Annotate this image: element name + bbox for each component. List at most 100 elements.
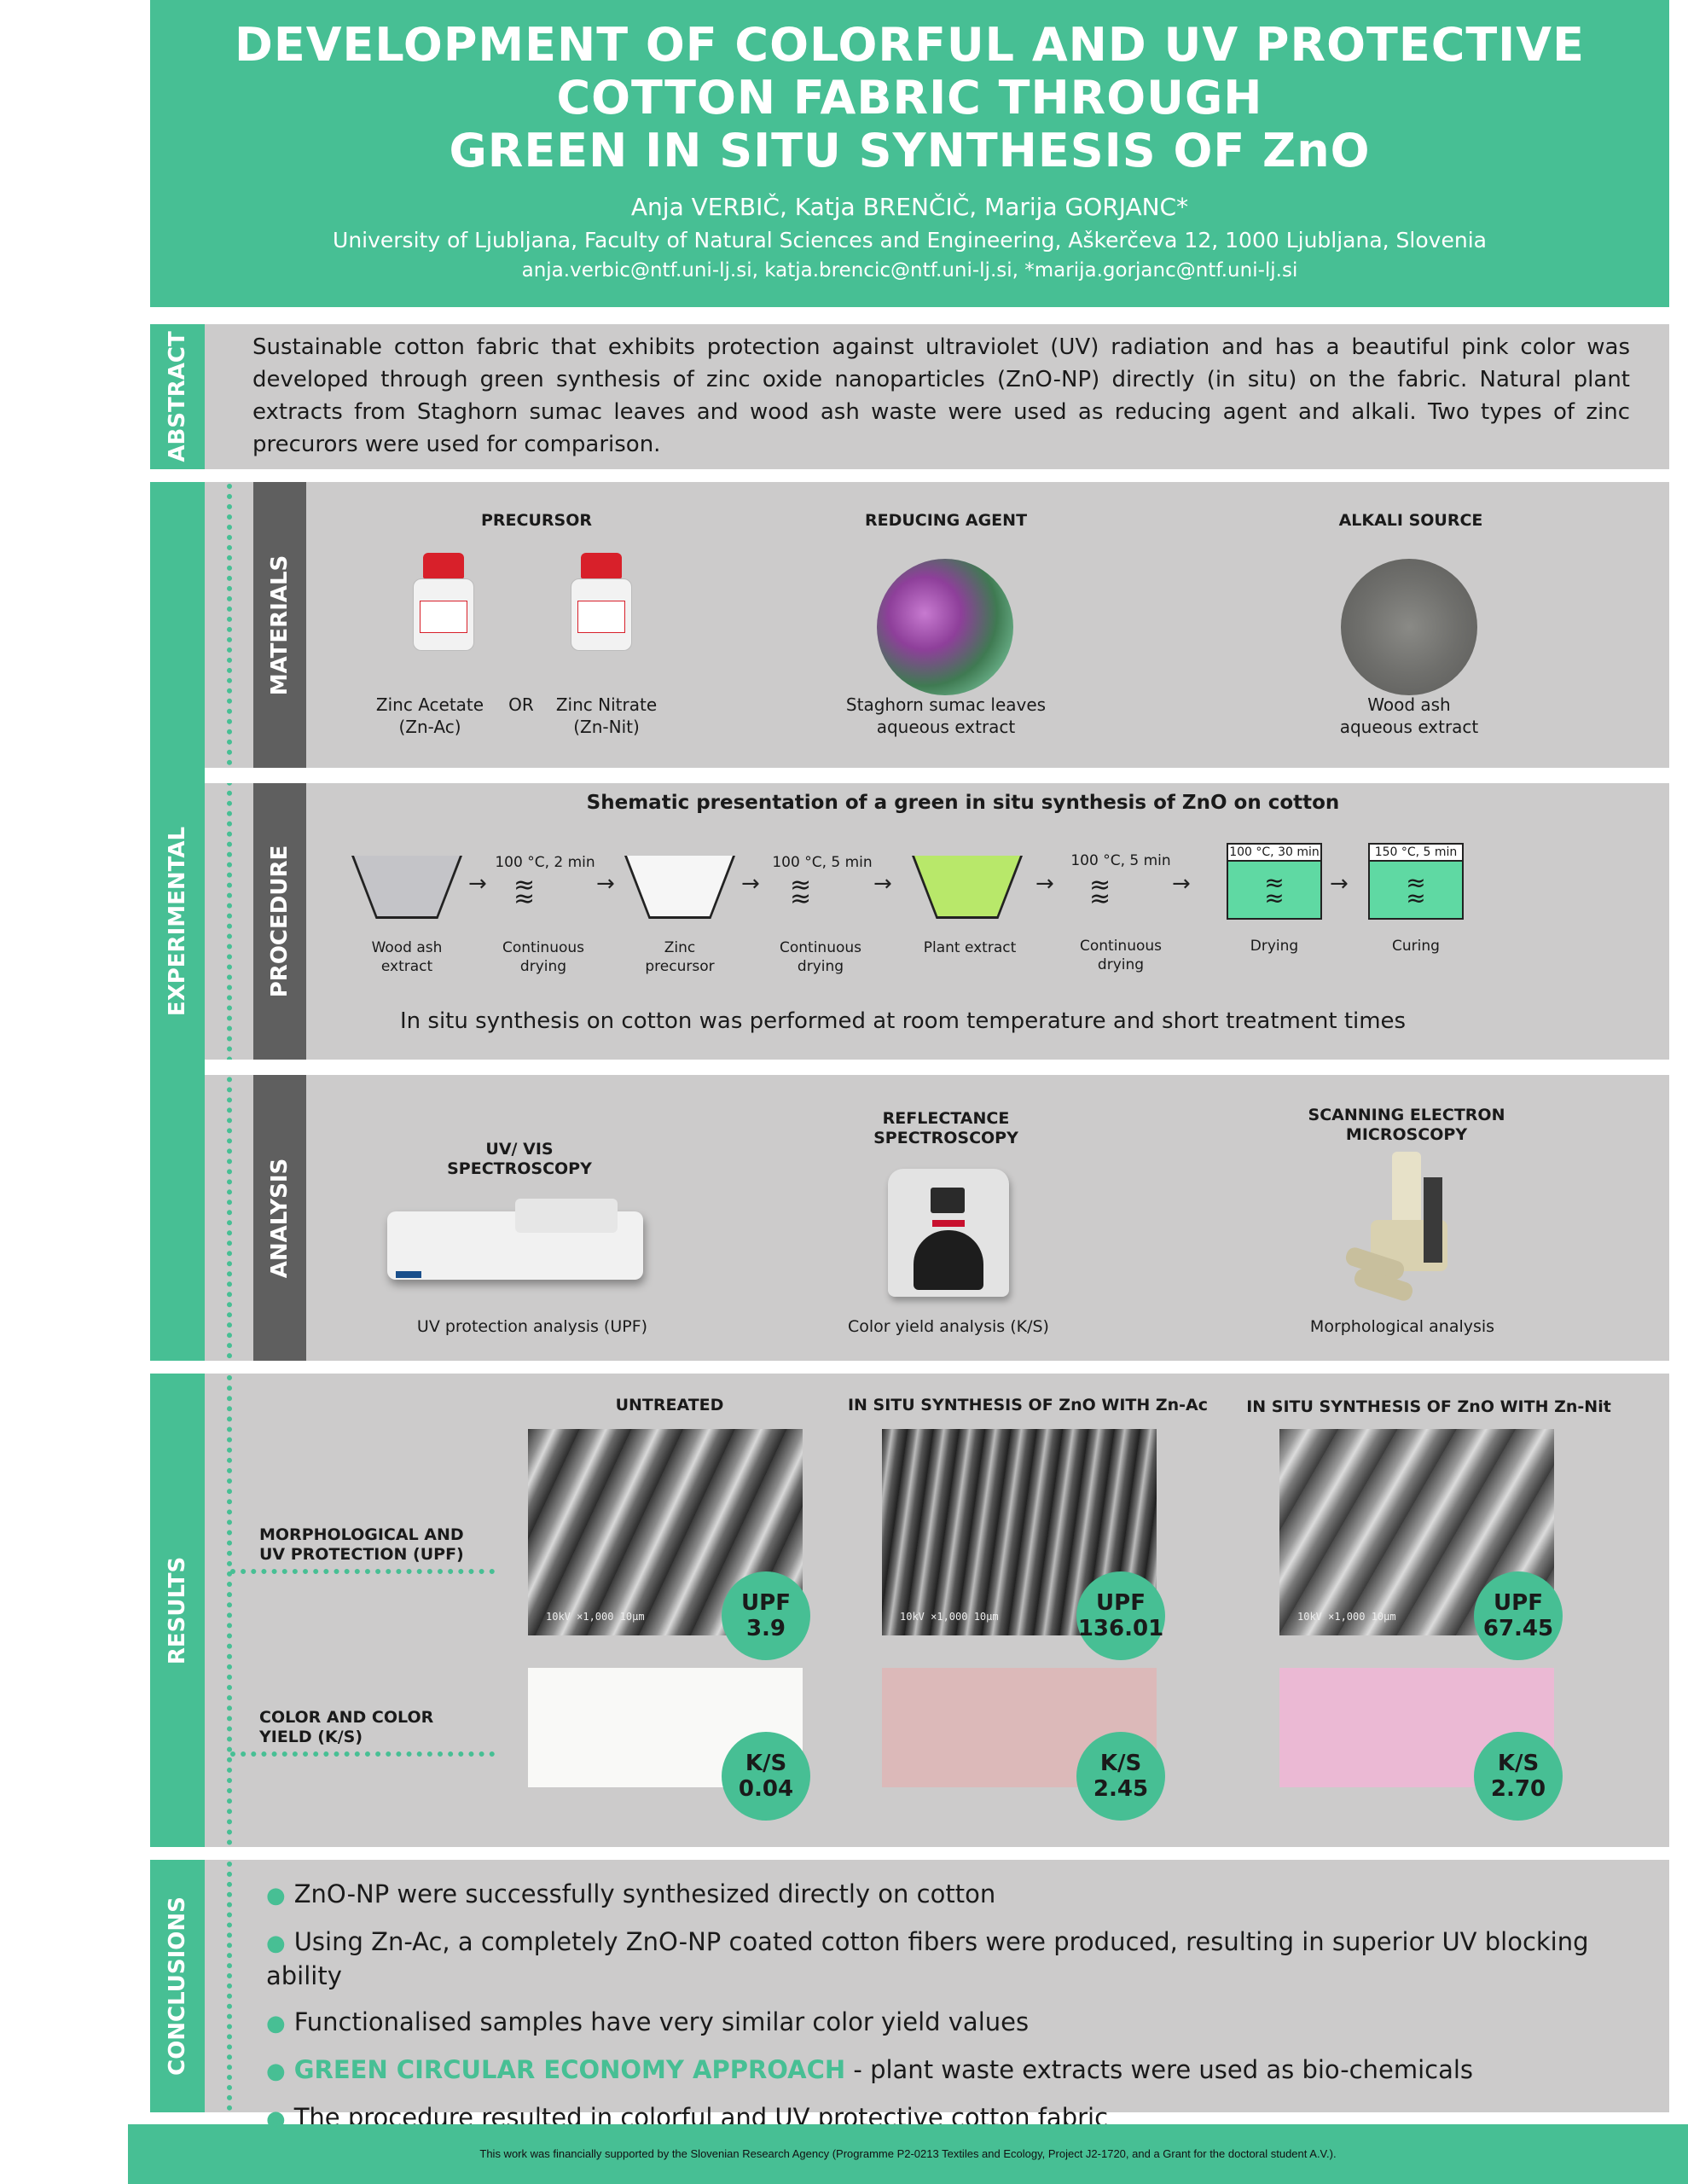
sem-heading-line1: SCANNING ELECTRON — [1308, 1106, 1505, 1124]
zinc-nitrate-bottle-icon — [571, 553, 632, 651]
ks-badge-label: K/S — [1497, 1751, 1540, 1776]
results-row2-label-line2: YIELD (K/S) — [259, 1728, 363, 1746]
upf-badge-zn-nit: UPF 67.45 — [1474, 1571, 1563, 1660]
dry2-temp: 100 °C, 5 min — [772, 854, 873, 871]
uv-vis-heading-line1: UV/ VIS — [485, 1140, 554, 1159]
experimental-side-label: EXPERIMENTAL — [150, 482, 205, 1361]
arrow-icon: → — [596, 871, 615, 897]
or-label: OR — [508, 694, 534, 715]
ks-badge-label: K/S — [745, 1751, 787, 1776]
results-row1-label: MORPHOLOGICAL AND UV PROTECTION (UPF) — [259, 1525, 464, 1565]
abstract-text: Sustainable cotton fabric that exhibits … — [252, 334, 1630, 457]
sem-caption: Morphological analysis — [1309, 1317, 1495, 1336]
step-wood-ash-label: Wood ash extract — [371, 939, 443, 975]
sem-microscope-image — [1343, 1152, 1465, 1304]
alkali-source-heading: ALKALI SOURCE — [1338, 511, 1483, 530]
results-label: RESULTS — [165, 1556, 190, 1664]
conclusions-panel — [205, 1860, 1669, 2112]
conclusion-text: Functionalised samples have very similar… — [293, 2007, 1030, 2036]
abstract-panel: Sustainable cotton fabric that exhibits … — [205, 324, 1669, 469]
results-row1-label-line1: MORPHOLOGICAL AND — [259, 1525, 464, 1544]
bullet-icon: ● — [266, 1931, 286, 1956]
conclusion-text: Using Zn-Ac, a completely ZnO-NP coated … — [266, 1927, 1589, 1990]
ash-caption-line2: aqueous extract — [1339, 717, 1479, 737]
conclusions-side-label: CONCLUSIONS — [150, 1860, 205, 2112]
results-dotted-line — [227, 1375, 232, 1845]
reflectance-heading-line2: SPECTROSCOPY — [873, 1129, 1018, 1147]
ash-caption-line1: Wood ash — [1367, 694, 1451, 715]
results-col1-heading: UNTREATED — [615, 1396, 724, 1414]
title-line-2: COTTON FABRIC THROUGH — [556, 71, 1263, 125]
footer-banner: This work was financially supported by t… — [128, 2124, 1688, 2184]
plant-extract-bowl-fill — [914, 856, 1020, 916]
conclusion-item: ●ZnO-NP were successfully synthesized di… — [266, 1878, 1648, 1912]
procedure-panel: Shematic presentation of a green in situ… — [306, 783, 1669, 1060]
uv-vis-heading: UV/ VIS SPECTROSCOPY — [409, 1140, 630, 1179]
curing-oven-icon: ≈≈ — [1368, 860, 1464, 920]
ks-value-untreated: 0.04 — [738, 1776, 794, 1802]
wave-icon: ≈≈ — [790, 870, 811, 914]
wave-icon: ≈≈ — [513, 870, 535, 914]
zinc-nitrate-name: Zinc Nitrate — [555, 694, 658, 715]
sem-heading-line2: MICROSCOPY — [1345, 1125, 1468, 1144]
reflectance-caption: Color yield analysis (K/S) — [848, 1317, 1049, 1336]
sem-heading: SCANNING ELECTRON MICROSCOPY — [1279, 1106, 1534, 1145]
procedure-note: In situ synthesis on cotton was performe… — [400, 1008, 1407, 1034]
arrow-icon: → — [1172, 871, 1191, 897]
results-col2-heading: IN SITU SYNTHESIS OF ZnO WITH Zn-Ac — [847, 1396, 1209, 1414]
title-line-1: DEVELOPMENT OF COLORFUL AND UV PROTECTIV… — [235, 18, 1585, 72]
procedure-label: PROCEDURE — [267, 845, 293, 998]
ks-value-zn-ac: 2.45 — [1093, 1776, 1149, 1802]
sumac-caption: Staghorn sumac leaves aqueous extract — [827, 694, 1065, 738]
emails: anja.verbic@ntf.uni-lj.si, katja.brencic… — [521, 259, 1298, 282]
dry3-temp: 100 °C, 5 min — [1070, 852, 1171, 869]
step-curing-label: Curing — [1392, 938, 1440, 955]
wave-icon: ≈≈ — [1089, 870, 1111, 914]
step-drying-label: Drying — [1250, 938, 1299, 955]
arrow-icon: → — [741, 871, 760, 897]
sem-scale-bar-3: 10kV ×1,000 10μm — [1297, 1611, 1396, 1623]
results-row2-label-line1: COLOR AND COLOR — [259, 1708, 434, 1727]
step-plant-label: Plant extract — [923, 939, 1017, 956]
sumac-caption-line1: Staghorn sumac leaves — [845, 694, 1047, 715]
arrow-icon: → — [468, 871, 487, 897]
bullet-icon: ● — [266, 2059, 286, 2084]
conclusion-item: ● Functionalised samples have very simila… — [266, 2006, 1648, 2040]
materials-panel: PRECURSOR REDUCING AGENT ALKALI SOURCE Z… — [306, 482, 1669, 768]
zinc-acetate-name: Zinc Acetate — [375, 694, 484, 715]
header-banner: DEVELOPMENT OF COLORFUL AND UV PROTECTIV… — [150, 0, 1669, 307]
precursor-heading: PRECURSOR — [480, 511, 592, 530]
analysis-label: ANALYSIS — [267, 1158, 293, 1278]
sem-scale-bar-2: 10kV ×1,000 10μm — [900, 1611, 999, 1623]
analysis-side-label: ANALYSIS — [253, 1075, 306, 1361]
experimental-dotted-line — [227, 484, 232, 1359]
reflectance-heading: REFLECTANCE SPECTROSCOPY — [835, 1109, 1057, 1148]
bullet-icon: ● — [266, 1883, 286, 1908]
drying-oven-icon: ≈≈ — [1227, 860, 1322, 920]
results-row2-label: COLOR AND COLOR YIELD (K/S) — [259, 1708, 433, 1747]
step-zinc-label: Zinc precursor — [645, 939, 715, 975]
sem-scale-bar-1: 10kV ×1,000 10μm — [546, 1611, 645, 1623]
arrow-icon: → — [873, 871, 892, 897]
bullet-icon: ● — [266, 2011, 286, 2036]
procedure-side-label: PROCEDURE — [253, 783, 306, 1060]
reflectance-spectrometer-image — [888, 1169, 1009, 1297]
procedure-heading: Shematic presentation of a green in situ… — [586, 792, 1340, 814]
upf-badge-untreated: UPF 3.9 — [722, 1571, 810, 1660]
sumac-leaves-image — [877, 559, 1013, 695]
ks-value-zn-nit: 2.70 — [1490, 1776, 1546, 1802]
step-dry2-label: Continuous drying — [779, 939, 861, 975]
upf-value-untreated: 3.9 — [745, 1616, 786, 1641]
wood-ash-image — [1341, 559, 1477, 695]
zinc-acetate-caption: Zinc Acetate (Zn-Ac) — [362, 694, 498, 738]
arrow-icon: → — [1035, 871, 1054, 897]
zinc-precursor-bowl-fill — [627, 856, 733, 916]
conclusions-dotted-line — [227, 1862, 232, 2111]
conclusion-highlight: GREEN CIRCULAR ECONOMY APPROACH — [293, 2055, 846, 2084]
step-dry3-label: Continuous drying — [1079, 938, 1162, 973]
ks-badge-zn-nit: K/S 2.70 — [1474, 1732, 1563, 1821]
zinc-acetate-bottle-icon — [413, 553, 474, 651]
curing-temp: 150 °C, 5 min — [1368, 843, 1464, 862]
uv-vis-spectrometer-image — [387, 1194, 643, 1284]
results-row1-label-line2: UV PROTECTION (UPF) — [259, 1545, 464, 1564]
